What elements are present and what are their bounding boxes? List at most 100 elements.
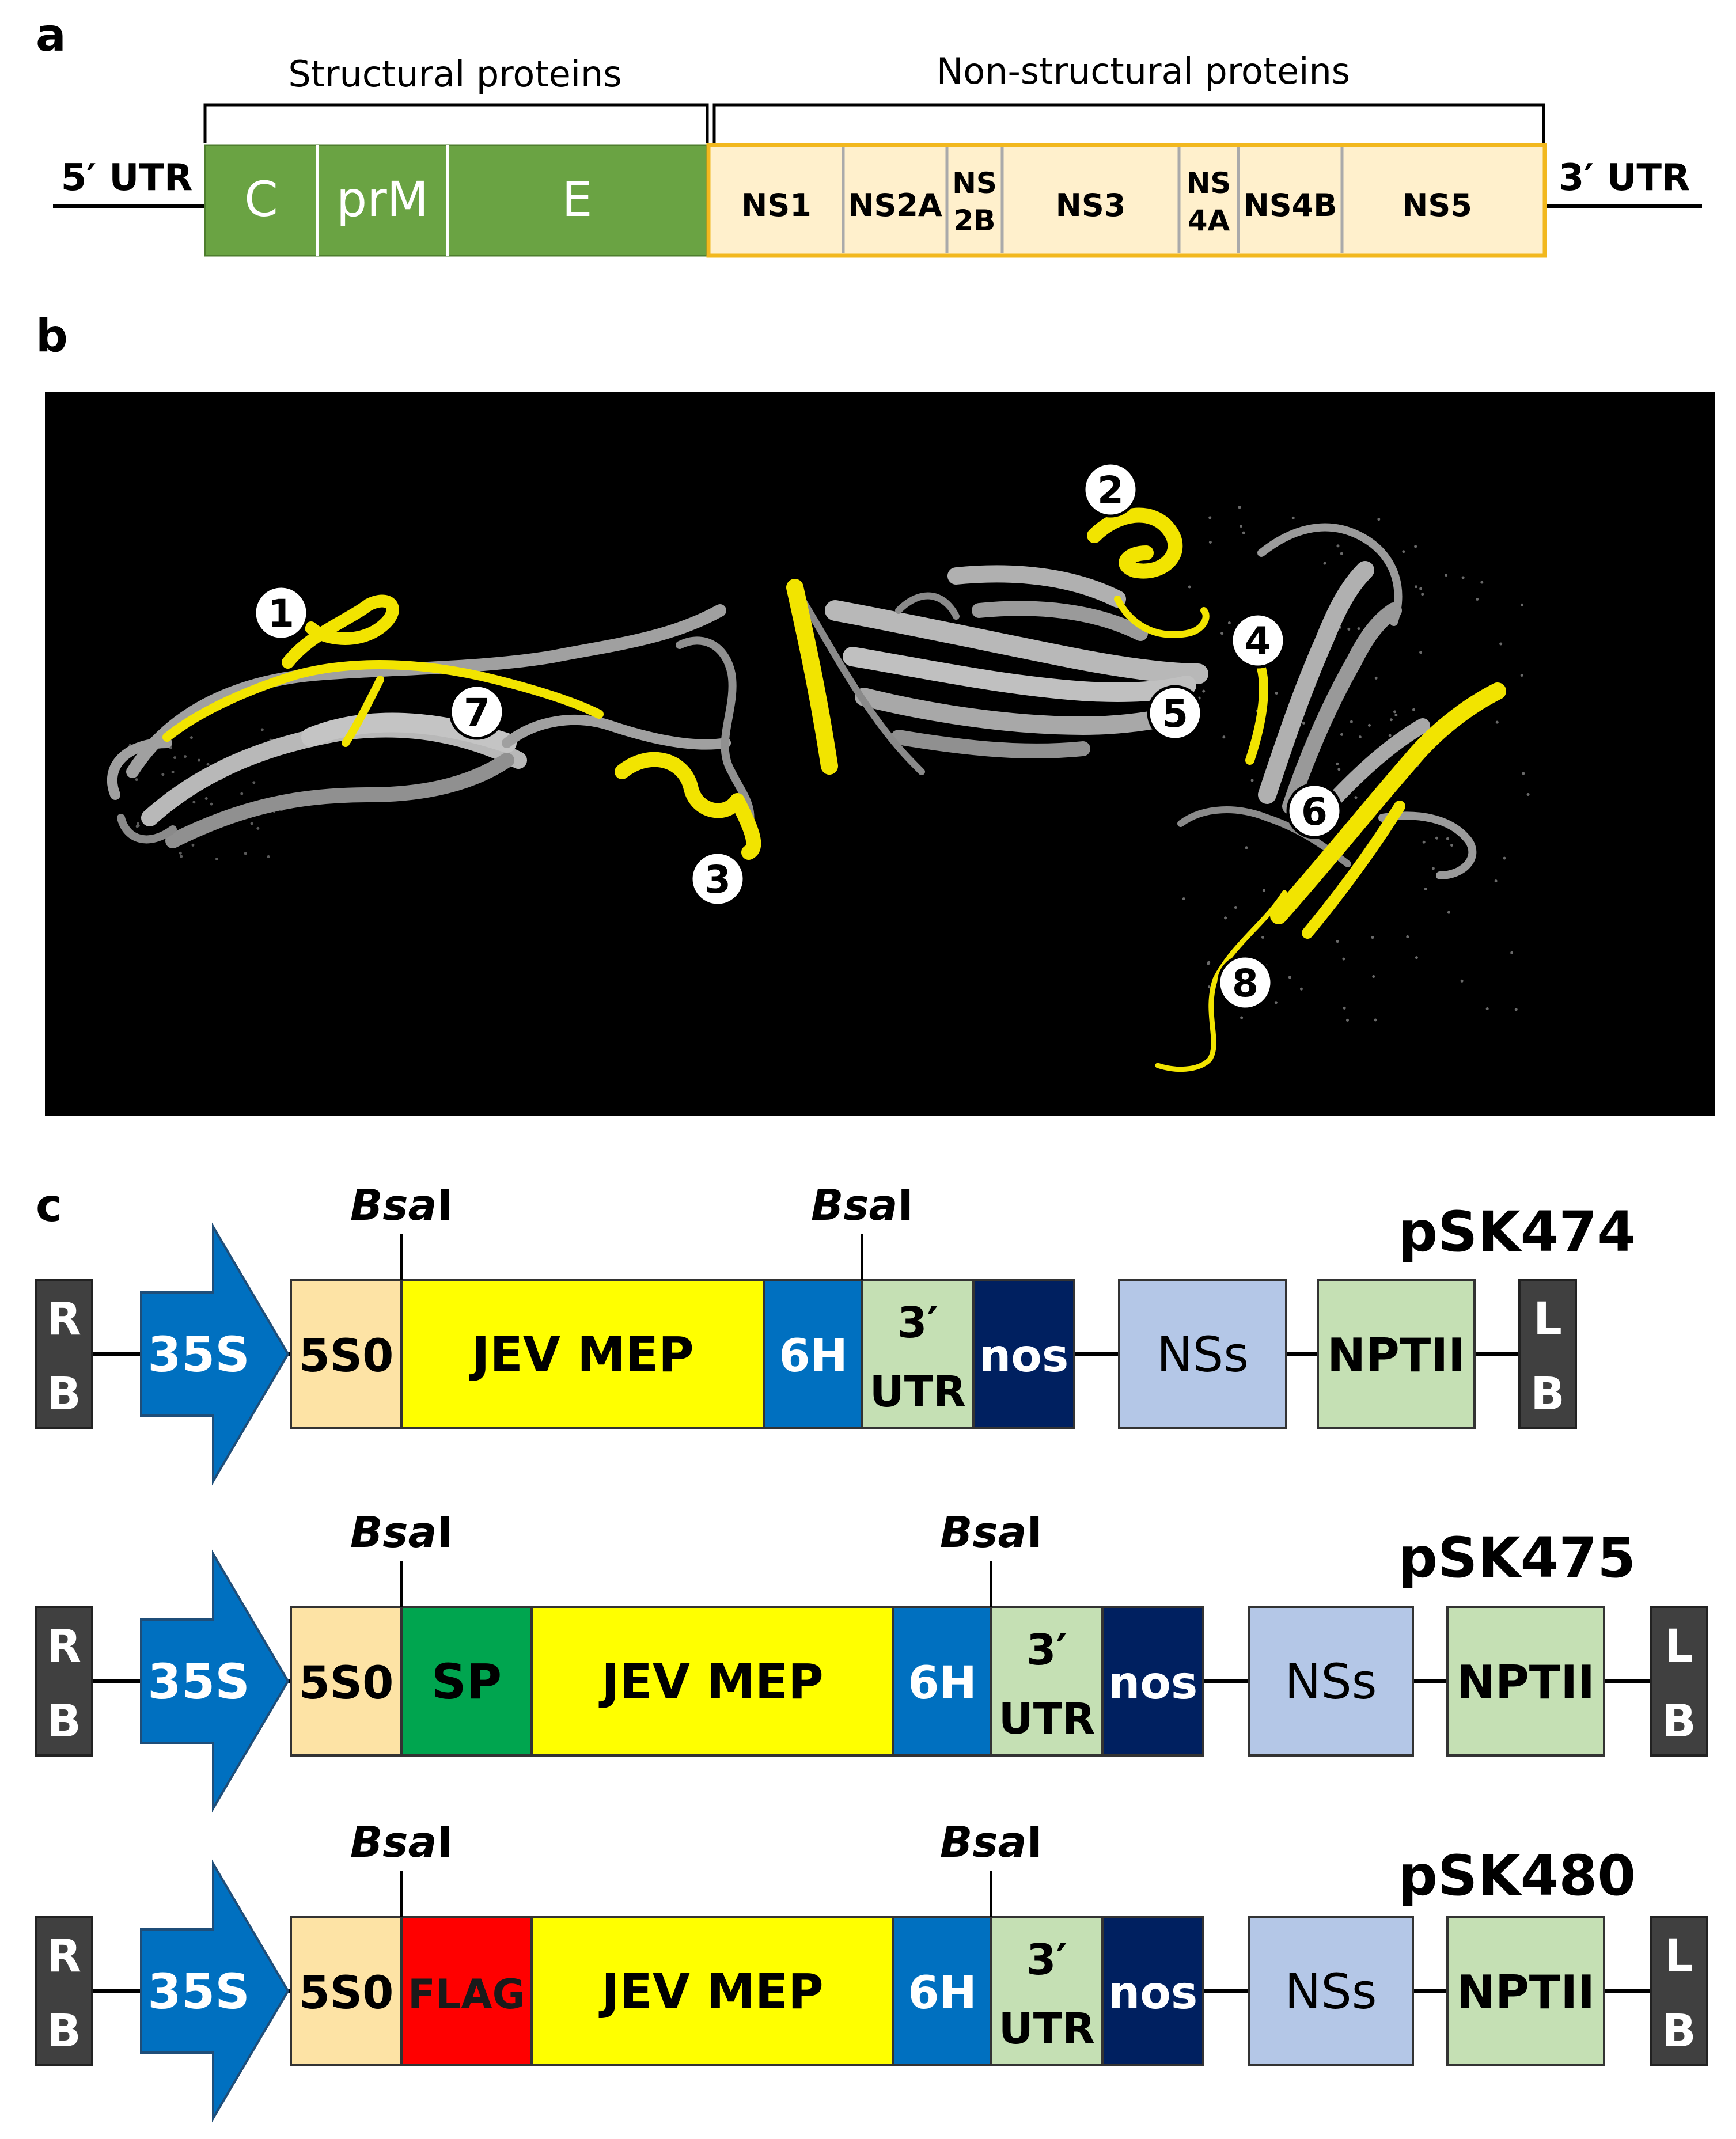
bsai-plain: I — [437, 1181, 453, 1230]
lb-letter-b: B — [1662, 1696, 1696, 1747]
solvent-dot — [1447, 911, 1450, 914]
solvent-dot — [1389, 718, 1393, 722]
cassette-label: JEV MEP — [598, 1653, 823, 1710]
left-border-box — [1650, 1916, 1708, 2066]
bsai-plain: I — [437, 1508, 453, 1557]
cassette-label: 6H — [779, 1330, 848, 1382]
marker-number: 6 — [1301, 790, 1328, 834]
solvent-dot — [1377, 518, 1381, 521]
solvent-dot — [1337, 768, 1341, 771]
solvent-dot — [1250, 779, 1254, 782]
solvent-dot — [1460, 979, 1464, 983]
lb-letter-l: L — [1533, 1294, 1562, 1345]
solvent-dot — [1446, 837, 1449, 840]
cassette-label: 5S0 — [299, 1330, 394, 1382]
solvent-dot — [1224, 916, 1227, 920]
nonstructural-bar — [706, 143, 1547, 258]
solvent-dot — [1415, 956, 1418, 959]
marker-circle — [689, 851, 746, 907]
cassette-part-nos — [1101, 1916, 1204, 2066]
solvent-dot — [1222, 735, 1226, 739]
cassette-utr-bottom: UTR — [999, 1694, 1096, 1744]
bsai-italic: Bsa — [811, 1181, 897, 1230]
bsai-italic: Bsa — [350, 1818, 437, 1867]
epitope-ribbons — [162, 507, 1506, 1072]
protein-ns-top: NS — [952, 166, 997, 200]
epitope-2 — [1087, 507, 1183, 579]
solvent-dot — [1374, 1018, 1377, 1022]
solvent-dot — [1412, 708, 1415, 711]
epitope-marker-5: 5 — [1147, 685, 1203, 741]
solvent-dot — [1495, 720, 1499, 724]
solvent-dot — [1227, 621, 1231, 624]
solvent-dot — [1234, 906, 1237, 909]
epitope-1 — [282, 594, 399, 669]
marker-number: 2 — [1097, 468, 1124, 513]
promoter-35s-arrow — [140, 1222, 290, 1486]
solvent-dot — [135, 778, 138, 782]
panel-label-c: c — [36, 1180, 62, 1232]
rb-letter-r: R — [47, 1294, 81, 1345]
marker-circle — [1217, 954, 1273, 1011]
solvent-dot — [197, 758, 200, 762]
solvent-dot — [1514, 1008, 1518, 1011]
solvent-dot — [1240, 1016, 1244, 1019]
solvent-dot — [1522, 772, 1525, 775]
gray-ribbons — [107, 523, 1477, 879]
solvent-dot — [1419, 587, 1423, 590]
cassette-part-sp — [400, 1606, 533, 1757]
epitope-6 — [1270, 682, 1506, 924]
cassette-part-6h — [892, 1606, 992, 1757]
solvent-dot — [1526, 792, 1530, 796]
bsai-site-label: BsaI — [350, 1508, 453, 1557]
solvent-dot — [250, 822, 253, 825]
solvent-dot — [1261, 935, 1264, 939]
construct-name: pSK475 — [1398, 1526, 1636, 1590]
solvent-dot — [1275, 691, 1278, 695]
solvent-dot — [1288, 976, 1291, 979]
cassette-utr-top: 3′ — [1026, 1935, 1067, 1985]
solvent-dot — [267, 855, 270, 859]
solvent-dot — [244, 852, 247, 855]
solvent-dot — [1207, 985, 1211, 989]
promoter-label: 35S — [147, 1326, 249, 1383]
cassette-part-nos — [972, 1279, 1075, 1429]
strand-9 — [891, 730, 1090, 758]
nptii-label: NPTII — [1327, 1329, 1465, 1382]
loop-3 — [676, 636, 755, 833]
promoter-35s-arrow — [140, 1859, 290, 2123]
solvent-dot — [191, 843, 195, 847]
nss-label: NSs — [1157, 1326, 1249, 1383]
solvent-dot — [252, 781, 256, 784]
solvent-dot — [1503, 856, 1506, 860]
solvent-dot — [1450, 844, 1454, 847]
solvent-dot — [1323, 562, 1326, 565]
epitope-7 — [162, 660, 604, 742]
marker-circle — [1082, 461, 1139, 518]
solvent-dot — [1357, 627, 1360, 631]
epitope-3 — [615, 752, 761, 860]
cassette-part-jev-mep — [400, 1279, 765, 1429]
solvent-dot — [210, 802, 213, 806]
nonstructural-label: Non-structural proteins — [937, 50, 1350, 92]
epitope-marker-1: 1 — [253, 585, 309, 641]
solvent-dot — [1402, 550, 1405, 553]
solvent-dot — [1336, 940, 1339, 943]
bsai-plain: I — [897, 1181, 914, 1230]
solvent-dot — [189, 736, 193, 739]
loop-1 — [107, 738, 172, 800]
solvent-dot — [215, 858, 218, 861]
rb-letter-b: B — [47, 2005, 81, 2057]
solvent-dot — [1499, 642, 1503, 646]
left-border-box — [1518, 1279, 1577, 1429]
lb-letter-l: L — [1665, 1931, 1693, 1982]
solvent-dot — [192, 801, 196, 804]
solvent-dot — [1520, 673, 1523, 677]
nss-label: NSs — [1285, 1963, 1377, 2020]
nss-box — [1118, 1279, 1287, 1429]
protein-c: C — [244, 171, 278, 227]
